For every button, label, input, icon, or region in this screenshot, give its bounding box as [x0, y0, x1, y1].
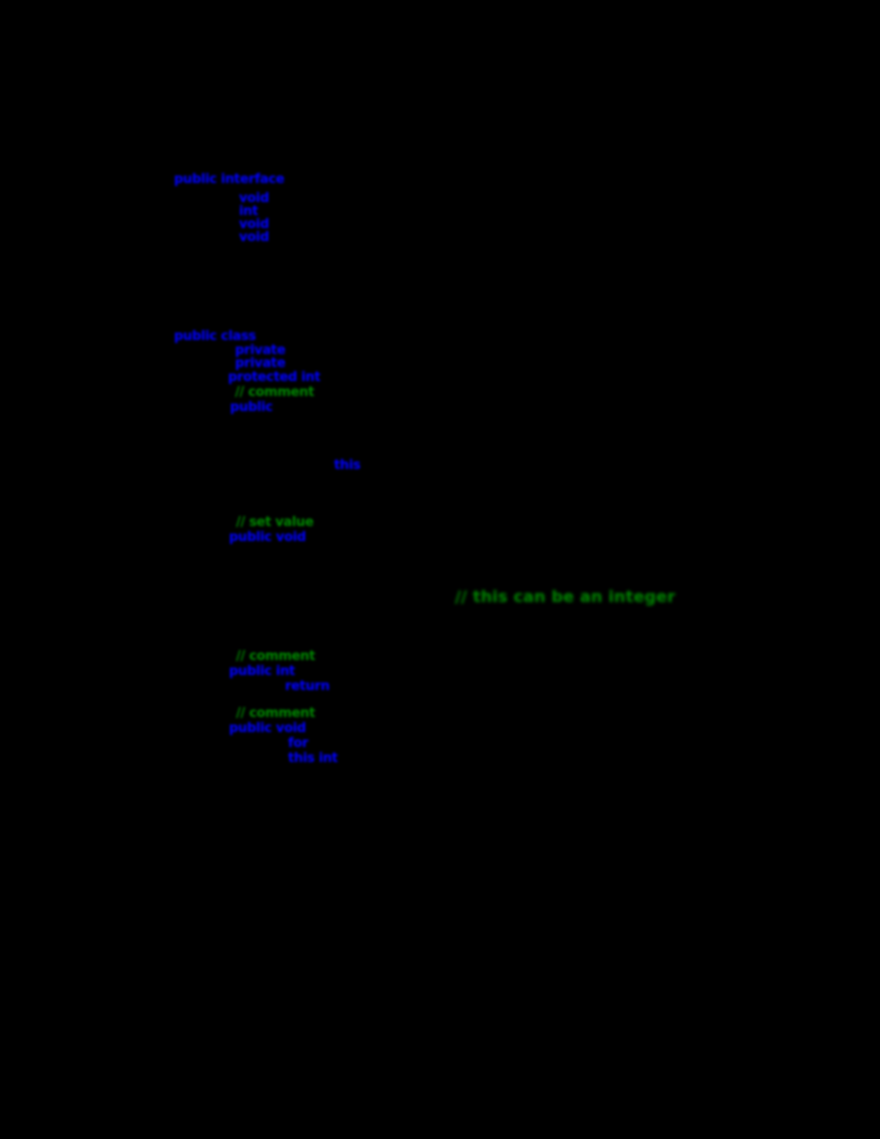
- code-line: void: [239, 231, 269, 244]
- code-line: this: [334, 458, 361, 473]
- keyword-token: void: [239, 230, 269, 245]
- comment-token: // this can be an integer: [455, 587, 676, 606]
- code-line: // comment: [236, 707, 315, 720]
- keyword-token: int: [314, 751, 338, 766]
- keyword-token: void: [275, 721, 306, 736]
- comment-token: // comment: [236, 706, 316, 721]
- code-line: // set value: [236, 516, 314, 529]
- code-line: public int: [229, 665, 295, 678]
- code-line: private: [235, 343, 286, 358]
- keyword-token: public: [229, 530, 276, 545]
- code-line: this int: [288, 752, 338, 765]
- keyword-token: public: [230, 400, 273, 415]
- keyword-token: interface: [220, 172, 285, 187]
- code-line: public void: [229, 722, 306, 735]
- keyword-token: protected: [228, 370, 302, 385]
- code-line: public: [230, 401, 273, 414]
- code-line: for: [288, 737, 308, 750]
- code-line: int: [239, 205, 258, 218]
- code-line: void: [239, 218, 269, 231]
- code-line: public void: [229, 531, 306, 544]
- code-line: private: [235, 356, 286, 371]
- keyword-token: private: [235, 343, 286, 358]
- keyword-token: for: [288, 736, 309, 751]
- code-line: // comment: [235, 386, 314, 399]
- code-line: // this can be an integer: [455, 589, 675, 605]
- keyword-token: private: [235, 356, 286, 371]
- keyword-token: return: [285, 679, 330, 694]
- keyword-token: public: [229, 664, 276, 679]
- keyword-token: void: [239, 217, 269, 232]
- keyword-token: this: [288, 751, 315, 766]
- keyword-token: public: [174, 329, 221, 344]
- code-line: // comment: [236, 650, 315, 663]
- code-line: return: [285, 680, 330, 693]
- keyword-token: int: [301, 370, 321, 385]
- code-line: protected int: [228, 370, 321, 385]
- keyword-token: void: [275, 530, 306, 545]
- keyword-token: this: [334, 458, 361, 473]
- code-line: public class: [174, 330, 256, 343]
- keyword-token: int: [239, 204, 259, 219]
- keyword-token: public: [229, 721, 276, 736]
- code-line: public interface: [174, 172, 285, 187]
- comment-token: // comment: [236, 649, 316, 664]
- code-line: void: [239, 192, 269, 205]
- keyword-token: int: [275, 664, 295, 679]
- keyword-token: void: [239, 191, 269, 206]
- comment-token: // comment: [235, 385, 315, 400]
- keyword-token: class: [220, 329, 256, 344]
- keyword-token: public: [174, 172, 221, 187]
- comment-token: // set value: [236, 515, 314, 530]
